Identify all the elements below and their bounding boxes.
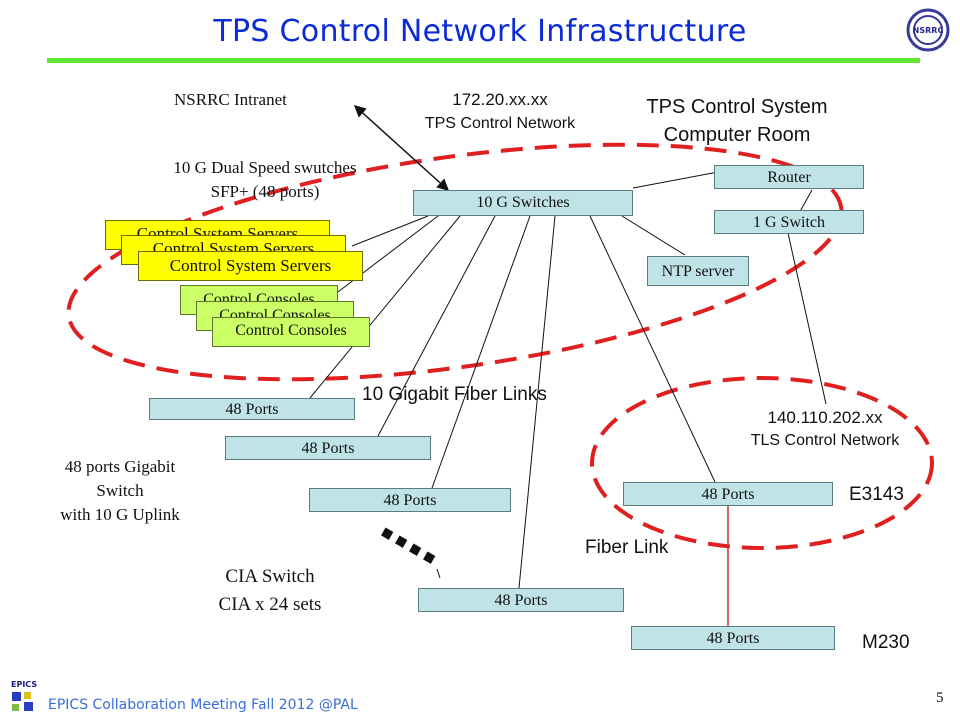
ports-box-6: 48 Ports: [631, 626, 835, 650]
continuation-dots: [381, 527, 436, 564]
page-number: 5: [936, 690, 944, 706]
cia-small-tick: [436, 568, 441, 579]
page-title: TPS Control Network Infrastructure: [213, 14, 747, 49]
epics-logo-text: EPICS: [11, 680, 37, 689]
ports-box-4: 48 Ports: [623, 482, 833, 506]
tls-network-label: TLS Control Network: [750, 432, 900, 449]
link-consoles: [329, 215, 439, 299]
tls-ellipse: [590, 376, 934, 550]
nsrrc-intranet-label: NSRRC Intranet: [174, 90, 287, 109]
intranet-arrow: [353, 104, 450, 192]
nsrrc-logo: NSRRC: [906, 8, 950, 52]
fiber-links-label: 10 Gigabit Fiber Links: [362, 384, 547, 405]
nsrrc-logo-text: NSRRC: [913, 26, 944, 35]
tps-ip-label: 172.20.xx.xx: [452, 90, 548, 109]
ports-box-5: 48 Ports: [418, 588, 624, 612]
gigabit-line3: with 10 G Uplink: [60, 505, 180, 524]
link-ports-3: [431, 215, 531, 489]
footer-text: EPICS Collaboration Meeting Fall 2012 @P…: [48, 697, 358, 713]
epics-logo: EPICS: [11, 680, 37, 711]
dual-speed-line1: 10 G Dual Speed swutches: [173, 158, 357, 177]
ports-box-3: 48 Ports: [309, 488, 511, 512]
server-box-3: Control System Servers: [138, 251, 363, 281]
gigabit-line2: Switch: [96, 481, 144, 500]
link-router: [632, 171, 719, 189]
cia-line2: CIA x 24 sets: [218, 594, 322, 615]
e3143-label: E3143: [849, 484, 904, 505]
link-ntp: [621, 215, 686, 256]
computer-room-line1: TPS Control System: [646, 96, 828, 118]
console-box-3: Control Consoles: [212, 317, 370, 347]
ntp-server-box: NTP server: [647, 256, 749, 286]
computer-room-line2: Computer Room: [663, 124, 811, 146]
link-ports-4: [518, 215, 556, 589]
tps-network-label: TPS Control Network: [424, 115, 576, 132]
link-ports-1: [309, 215, 461, 399]
fiber-link-label: Fiber Link: [585, 537, 669, 558]
ports-box-1: 48 Ports: [149, 398, 355, 420]
cia-line1: CIA Switch: [225, 566, 315, 587]
ports-box-2: 48 Ports: [225, 436, 431, 460]
link-ports-2: [377, 215, 496, 437]
switch-1g-box: 1 G Switch: [714, 210, 864, 234]
gigabit-line1: 48 ports Gigabit: [64, 457, 176, 476]
link-ports-5: [589, 215, 716, 483]
title-underline: [47, 58, 920, 63]
tls-ip-label: 140.110.202.xx: [767, 408, 883, 427]
m230-label: M230: [862, 632, 910, 653]
dual-speed-line2: SFP+ (48 ports): [210, 182, 320, 201]
link-1g-tls: [787, 232, 827, 405]
router-box: Router: [714, 165, 864, 189]
link-servers: [351, 215, 429, 247]
switches-10g-box: 10 G Switches: [413, 190, 633, 216]
